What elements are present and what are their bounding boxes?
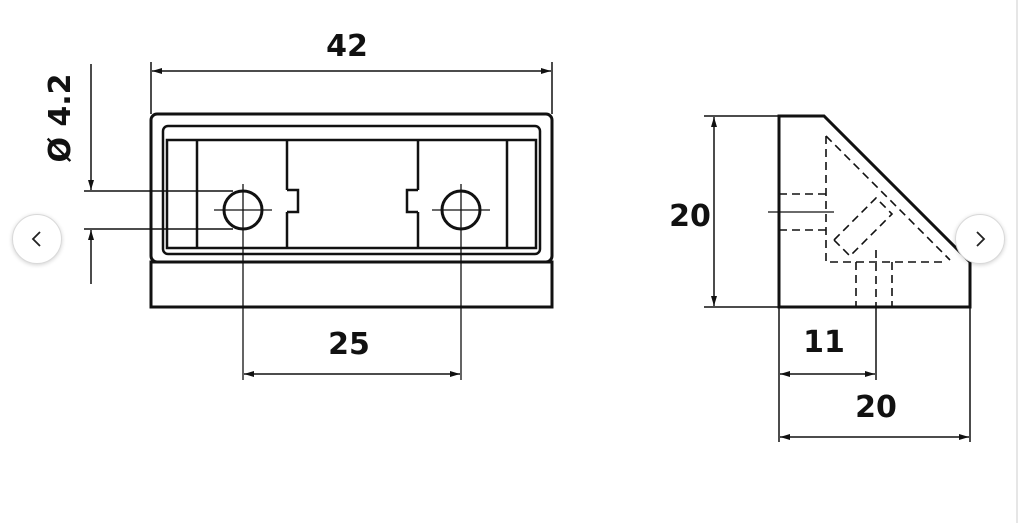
front-outer-outline bbox=[149, 112, 554, 264]
page-edge-divider bbox=[1016, 0, 1018, 523]
dim-label-diameter: Ø 4.2 bbox=[43, 73, 78, 162]
front-base bbox=[149, 260, 554, 309]
front-view bbox=[149, 112, 554, 380]
front-dimensions bbox=[84, 62, 553, 377]
dim-label-width-20: 20 bbox=[855, 390, 897, 425]
dim-label-height-20: 20 bbox=[669, 199, 711, 234]
side-view bbox=[768, 114, 972, 309]
side-outline bbox=[777, 114, 972, 309]
chevron-left-icon bbox=[31, 231, 41, 247]
chevron-right-icon bbox=[976, 231, 986, 247]
dim-label-25: 25 bbox=[328, 327, 370, 362]
front-pocket bbox=[165, 138, 538, 250]
carousel-next-button[interactable] bbox=[955, 214, 1005, 264]
dim-label-42: 42 bbox=[326, 29, 368, 64]
front-inner-rim bbox=[161, 124, 542, 256]
carousel-prev-button[interactable] bbox=[12, 214, 62, 264]
dim-label-11: 11 bbox=[803, 325, 845, 360]
side-dimensions bbox=[704, 115, 971, 442]
